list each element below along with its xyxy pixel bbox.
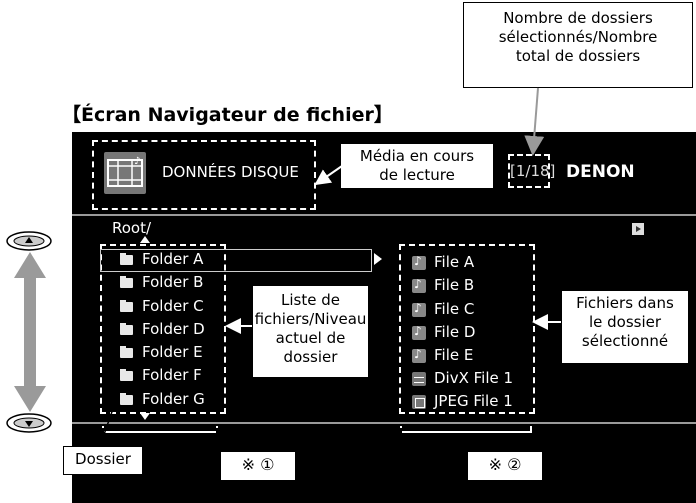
- file-label: JPEG File 1: [434, 392, 513, 410]
- video-file-icon: [412, 372, 426, 386]
- folder-label: Folder D: [142, 320, 205, 338]
- file-label: File D: [434, 323, 476, 341]
- callout-line: Nombre de dossiers: [503, 9, 653, 27]
- callout-line: Fichiers dans: [576, 294, 674, 312]
- callout-line: Média en cours: [359, 147, 475, 165]
- callout-folder-count: Nombre de dossiers sélectionnés/Nombre t…: [463, 2, 693, 88]
- file-label: File E: [434, 346, 474, 364]
- callout-line: sélectionné: [581, 332, 669, 350]
- folder-icon: [120, 369, 133, 381]
- selection-highlight[interactable]: [100, 249, 372, 272]
- media-label: DONNÉES DISQUE: [162, 163, 299, 181]
- folder-icon: [120, 323, 133, 335]
- file-label: File B: [434, 276, 475, 294]
- selection-arrow-icon: [374, 253, 382, 265]
- music-file-icon: [412, 277, 426, 293]
- page-title: 【Écran Navigateur de fichier】: [62, 104, 393, 126]
- folder-icon: [120, 300, 133, 312]
- folder-label: Folder F: [142, 366, 202, 384]
- divider-bottom: [72, 422, 696, 424]
- folder-label: Folder B: [142, 273, 204, 291]
- music-file-icon: [412, 301, 426, 317]
- folder-label: Folder A: [142, 250, 204, 268]
- cursor-up-button[interactable]: [4, 230, 54, 252]
- file-label: File A: [434, 253, 475, 271]
- divider-top: [72, 214, 696, 216]
- callout-file-list: Liste de fichiers/Niveau actuel de dossi…: [252, 285, 369, 378]
- callout-line: actuel de: [275, 329, 346, 347]
- callout-note-1: ※ ①: [220, 451, 296, 481]
- folder-label: Folder C: [142, 297, 204, 315]
- callout-line: Liste de: [281, 291, 340, 309]
- folder-label: Folder G: [142, 390, 205, 408]
- callout-line: total de dossiers: [515, 47, 641, 65]
- folder-icon: [120, 346, 133, 358]
- cursor-down-button[interactable]: [4, 412, 54, 434]
- svg-text:♪: ♪: [134, 156, 140, 167]
- callout-line: dossier: [283, 348, 338, 366]
- callout-line: sélectionnés/Nombre: [498, 28, 658, 46]
- disc-data-icon: ♪: [104, 152, 146, 194]
- callout-line: fichiers/Niveau: [254, 310, 367, 328]
- callout-line: le dossier: [588, 313, 662, 331]
- music-file-icon: [412, 347, 426, 363]
- brand-logo: DENON: [566, 162, 635, 182]
- folder-label: Folder E: [142, 343, 203, 361]
- scroll-up-indicator-icon: [140, 236, 150, 243]
- callout-note-2: ※ ②: [467, 451, 543, 481]
- callout-media: Média en cours de lecture: [340, 143, 494, 189]
- image-file-icon: [412, 395, 426, 409]
- folder-icon: [120, 276, 133, 288]
- callout-line: ※ ②: [488, 455, 522, 474]
- folder-icon: [120, 253, 133, 265]
- callout-dossier: Dossier: [63, 446, 143, 475]
- file-label: File C: [434, 300, 475, 318]
- callout-line: ※ ①: [241, 455, 275, 474]
- music-file-icon: [412, 324, 426, 340]
- music-file-icon: [412, 254, 426, 270]
- scroll-down-indicator-icon: [140, 413, 150, 420]
- file-label: DivX File 1: [434, 369, 514, 387]
- folder-icon: [120, 393, 133, 405]
- current-path: Root/: [112, 219, 152, 237]
- folder-counter: [1/18]: [510, 162, 556, 180]
- callout-line: Dossier: [75, 450, 131, 468]
- play-icon: [632, 223, 644, 235]
- callout-files-in-folder: Fichiers dans le dossier sélectionné: [561, 290, 689, 364]
- callout-line: de lecture: [379, 166, 455, 184]
- bracket-marks-outer: [102, 428, 492, 435]
- up-down-arrow-icon: [14, 252, 46, 412]
